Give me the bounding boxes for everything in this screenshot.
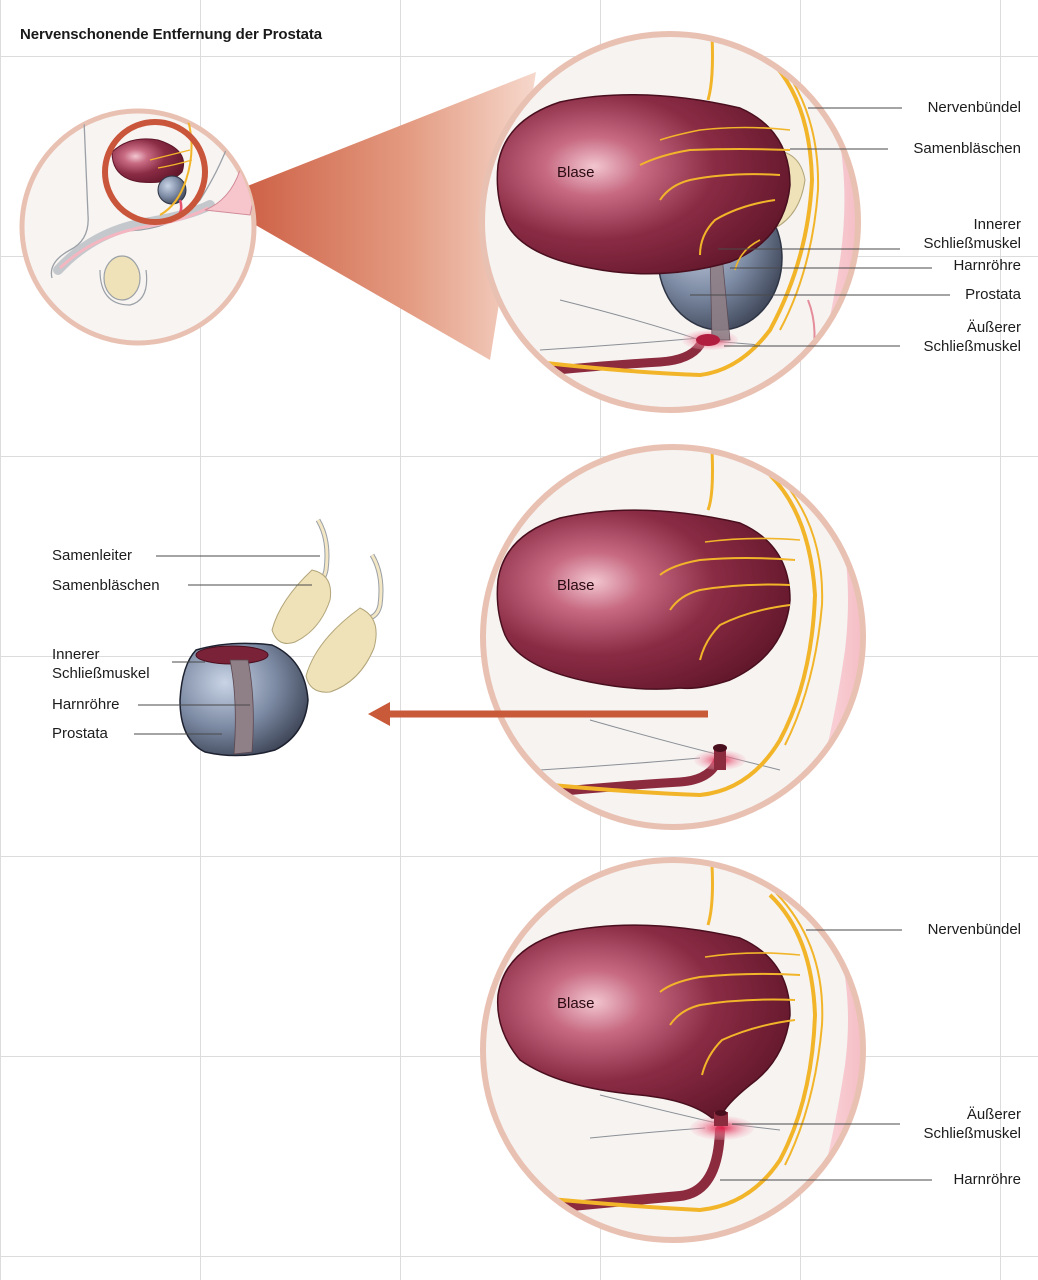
label-nervenbuendel-3: Nervenbündel [927, 921, 1021, 938]
label-prostata-2: Prostata [52, 725, 108, 742]
label-innerer-line1: Innerer [973, 216, 1021, 233]
overview-highlight-ring [102, 119, 208, 225]
label-harnroehre-3: Harnröhre [953, 1171, 1021, 1188]
label-aeusserer-3-line2: Schließmuskel [923, 1125, 1021, 1142]
label-samenleiter: Samenleiter [52, 547, 133, 564]
label-innerer-2-line2: Schließmuskel [52, 665, 150, 682]
label-aeusserer-line2: Schließmuskel [923, 338, 1021, 355]
label-samenblaeschen-2: Samenbläschen [52, 577, 160, 594]
panel3-bladder-label: Blase [557, 995, 595, 1012]
label-prostata: Prostata [965, 286, 1021, 303]
label-innerer-2-line1: Innerer [52, 646, 100, 663]
label-harnroehre: Harnröhre [953, 257, 1021, 274]
removal-arrow [368, 702, 708, 726]
label-aeusserer-3-line1: Äußerer [966, 1106, 1021, 1123]
figure-title: Nervenschonende Entfernung der Prostata [20, 26, 322, 43]
detail-circle-1 [479, 31, 861, 413]
panel2-bladder-label: Blase [557, 577, 595, 594]
label-harnroehre-2: Harnröhre [52, 696, 120, 713]
detail-circle-3 [480, 857, 866, 1243]
label-innerer-line2: Schließmuskel [923, 235, 1021, 252]
panel3-leader-lines [720, 929, 932, 1181]
label-nervenbuendel: Nervenbündel [927, 99, 1021, 116]
zoom-cone [212, 72, 536, 360]
panel1-bladder-label: Blase [557, 164, 595, 181]
overview-circle [19, 108, 257, 346]
panel1-leader-lines [690, 107, 950, 347]
label-samenblaeschen: Samenbläschen [913, 140, 1021, 157]
label-aeusserer-line1: Äußerer [966, 319, 1021, 336]
removed-prostate [179, 518, 384, 757]
panel2-leader-lines [134, 555, 320, 735]
detail-circle-2 [480, 444, 866, 830]
